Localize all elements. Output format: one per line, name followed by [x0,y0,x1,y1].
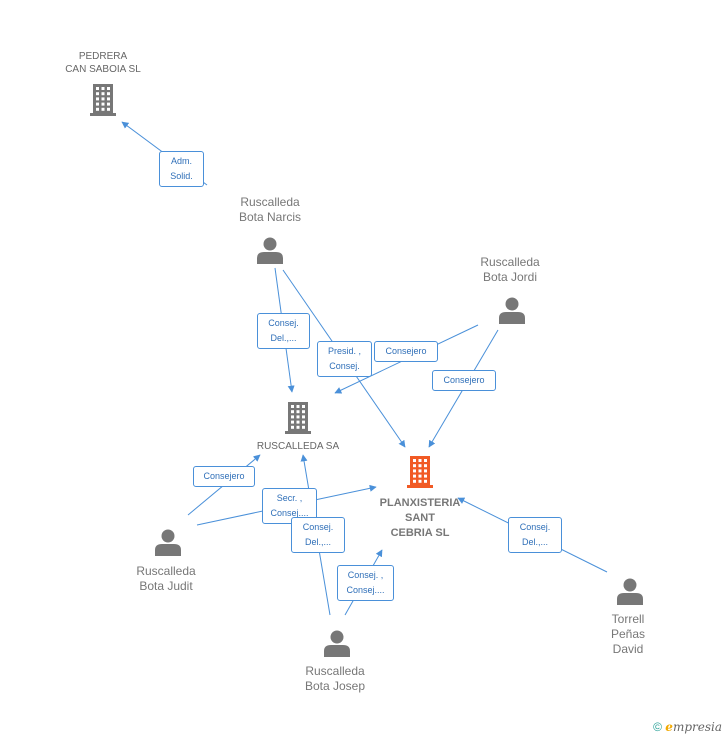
person-icon-narcis[interactable] [257,237,283,265]
edge-label-jordi-to-planxisteria[interactable]: Consejero [432,370,496,391]
edge-label-josep-to-ruscalleda_sa[interactable]: Consej. Del.,... [291,517,345,553]
edge-label-torrell-to-planxisteria[interactable]: Consej. Del.,... [508,517,562,553]
building-icon-planxisteria[interactable] [407,456,433,488]
building-icon-ruscalleda_sa[interactable] [285,402,311,434]
empresia-logo[interactable]: empresia [665,720,722,734]
edge-label-narcis-to-ruscalleda_sa[interactable]: Consej. Del.,... [257,313,310,349]
building-icon-pedrera[interactable] [90,84,116,116]
edge-label-josep-to-planxisteria[interactable]: Consej. , Consej.... [337,565,394,601]
person-icon-judit[interactable] [155,529,181,557]
node-label-torrell[interactable]: Torrell Peñas David [610,612,646,656]
node-label-ruscalleda_sa[interactable]: RUSCALLEDA SA [256,441,340,452]
copyright-footer: © empresia [653,720,722,734]
node-label-jordi[interactable]: Ruscalleda Bota Jordi [480,255,540,284]
copyright-symbol: © [653,720,662,734]
node-label-pedrera[interactable]: PEDRERA CAN SABOIA SL [65,51,141,75]
person-icon-josep[interactable] [324,630,350,658]
node-label-planxisteria[interactable]: PLANXISTERIA SANT CEBRIA SL [379,497,461,539]
edge-label-narcis-to-pedrera[interactable]: Adm. Solid. [159,151,204,187]
edge-label-judit-to-ruscalleda_sa[interactable]: Consejero [193,466,255,487]
node-label-judit[interactable]: Ruscalleda Bota Judit [136,564,196,593]
edge-label-narcis-to-planxisteria[interactable]: Presid. , Consej. [317,341,372,377]
edge-label-jordi-to-ruscalleda_sa[interactable]: Consejero [374,341,438,362]
person-icon-jordi[interactable] [499,297,525,325]
person-icon-torrell[interactable] [617,578,643,606]
node-label-josep[interactable]: Ruscalleda Bota Josep [304,664,366,693]
node-label-narcis[interactable]: Ruscalleda Bota Narcis [238,195,302,224]
